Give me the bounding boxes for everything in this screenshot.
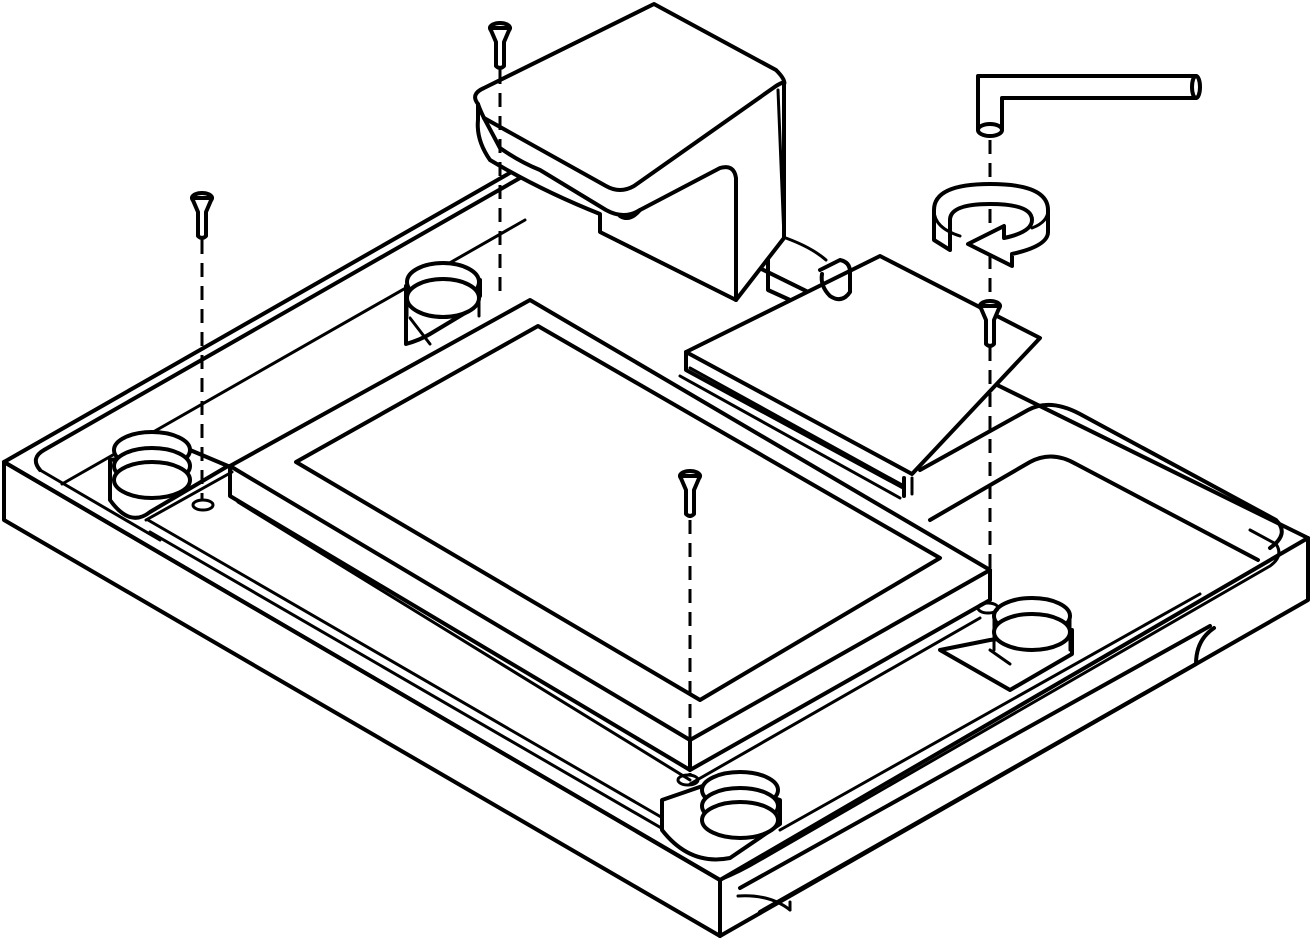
raised-shelf <box>678 234 1042 500</box>
screw <box>678 469 702 518</box>
bracket-block <box>473 2 787 302</box>
hex-key <box>976 74 1202 138</box>
guide-lines <box>200 70 992 774</box>
rotate-arrow <box>932 182 1050 268</box>
screw <box>190 191 214 240</box>
screw <box>978 299 1002 348</box>
base-tray <box>2 156 1310 938</box>
rubber-foot-front <box>660 770 782 862</box>
rubber-foot-left <box>108 430 230 520</box>
rubber-foot-right <box>938 596 1074 692</box>
screw <box>488 21 512 70</box>
rubber-foot-rear <box>404 261 482 346</box>
